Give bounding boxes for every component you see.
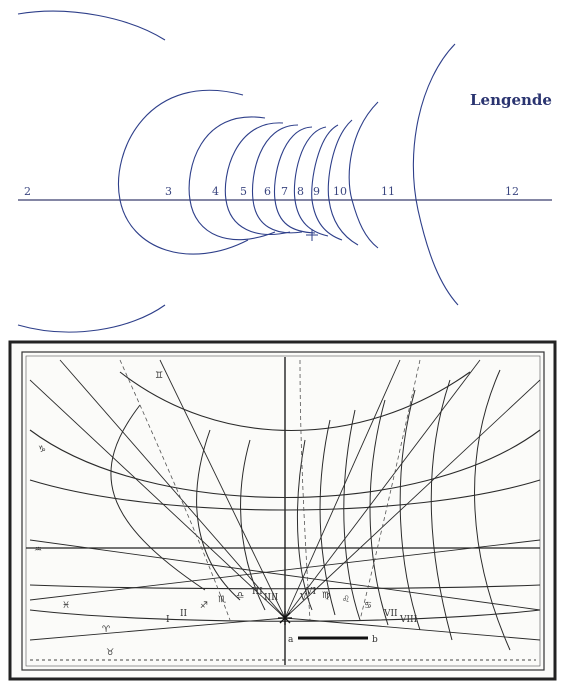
roman-mark-5: V: [299, 593, 307, 603]
hour-label-2: 2: [24, 185, 31, 198]
hour-arc-3: [118, 89, 249, 255]
hour-label-9: 9: [313, 185, 320, 198]
roman-mark-2: II: [180, 609, 188, 619]
roman-mark-1: I: [166, 615, 170, 625]
gnomon-label-b: b: [372, 635, 378, 645]
roman-mark-3: III: [252, 587, 263, 597]
margin-mark-1: ♑: [38, 445, 46, 455]
hour-arc-9: [311, 124, 343, 241]
hour-arc-12: [412, 43, 459, 306]
hour-arc-2: [17, 10, 166, 41]
hour-label-4: 4: [212, 185, 219, 198]
hour-label-8: 8: [297, 185, 304, 198]
roman-mark-6: VI: [305, 587, 316, 597]
hour-label-6: 6: [264, 185, 271, 198]
arc-mark-3: ♎: [236, 591, 244, 601]
engraved-sundial: a b ♑ ♒ ♓ ♈ ♉ ♊ ♐ ♏ ♎ ♍ ♌ ♋ I II III III…: [8, 340, 557, 681]
hour-arc-2-lower: [17, 304, 166, 333]
margin-mark-2: ♒: [34, 545, 42, 555]
roman-mark-8: VIII: [399, 615, 418, 625]
hour-label-12: 12: [505, 185, 519, 198]
hour-arc-7: [273, 126, 316, 234]
arc-mark-4: ♍: [322, 591, 330, 601]
arc-mark-5: ♌: [342, 595, 350, 605]
declination-curves: [29, 371, 541, 622]
hour-arc-11: [348, 101, 379, 249]
hour-arc-4: [188, 116, 276, 241]
diagonal-lines: [29, 359, 541, 641]
inner-frame: [21, 351, 545, 671]
hour-label-3: 3: [165, 185, 172, 198]
margin-mark-4: ♈: [102, 625, 111, 635]
roman-mark-7: VII: [383, 609, 398, 619]
margin-mark-5: ♉: [106, 648, 114, 658]
legend-title: Lengende: [470, 91, 552, 109]
arc-mark-2: ♏: [218, 595, 226, 605]
hour-label-5: 5: [240, 185, 247, 198]
margin-mark-3: ♓: [62, 601, 70, 611]
hour-label-11: 11: [381, 185, 395, 198]
center-cross: [306, 229, 318, 241]
arc-mark-6: ♋: [364, 601, 372, 611]
gnomon-label-a: a: [288, 635, 294, 645]
hour-arc-5: [224, 122, 291, 235]
inner-frame-2: [25, 355, 541, 667]
hour-curve-diagram: 2 3 4 5 6 7 8 9 10 11 12 Lengende: [17, 10, 552, 333]
hour-arc-6: [251, 124, 303, 234]
hour-arc-10: [327, 119, 359, 246]
dashed-lines: [119, 359, 421, 621]
arc-mark-1: ♐: [200, 601, 208, 611]
hour-curves: [110, 369, 511, 651]
margin-mark-6: ♊: [155, 371, 163, 381]
roman-mark-4: IIII: [264, 593, 279, 603]
hour-label-7: 7: [281, 185, 288, 198]
gnomon-center: [278, 611, 292, 625]
hour-label-10: 10: [333, 185, 347, 198]
